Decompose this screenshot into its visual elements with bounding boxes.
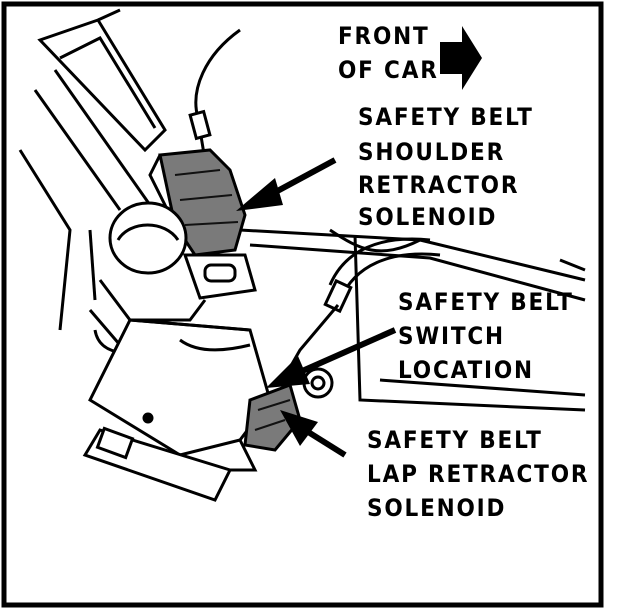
wire-connector-upper — [188, 109, 212, 141]
frame-border — [1, 1, 604, 608]
shoulder-solenoid-line2: SHOULDER — [358, 138, 506, 166]
front-label-line1: FRONT — [338, 22, 430, 50]
wire-connector-lower — [323, 278, 353, 314]
lap-solenoid-line1: SAFETY BELT — [367, 426, 543, 454]
harness-wire-upper — [194, 28, 241, 161]
lap-solenoid-line3: SOLENOID — [367, 494, 507, 522]
arrow-switch-location — [266, 327, 397, 388]
shoulder-solenoid-line1: SAFETY BELT — [358, 103, 534, 131]
lap-solenoid-line2: LAP RETRACTOR — [367, 460, 590, 488]
retractor-mount — [108, 201, 188, 275]
buckle-housing — [82, 318, 272, 502]
shoulder-belt — [18, 69, 152, 331]
arrow-lap-solenoid — [280, 410, 347, 458]
door-pillar — [37, 8, 167, 153]
front-label-line2: OF CAR — [338, 56, 439, 84]
switch-location-line3: LOCATION — [398, 356, 534, 384]
arrow-shoulder-solenoid — [236, 157, 337, 211]
belt-switch — [302, 367, 334, 399]
switch-location-line1: SAFETY BELT — [398, 288, 574, 316]
lap-retractor-solenoid — [243, 383, 302, 452]
shoulder-solenoid-line3: RETRACTOR — [358, 171, 520, 199]
shoulder-solenoid-line4: SOLENOID — [358, 203, 498, 231]
front-of-car-arrow — [440, 26, 482, 90]
buckle-tongue — [182, 253, 257, 300]
switch-location-line2: SWITCH — [398, 322, 505, 350]
